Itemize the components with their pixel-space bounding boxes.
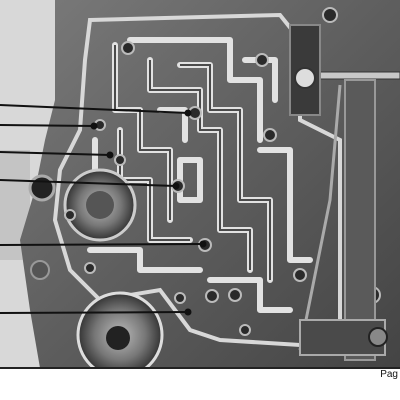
callout-line-1 (0, 104, 189, 114)
page-label: Pag (380, 369, 398, 380)
callout-line-2 (0, 124, 95, 127)
valve-body-photo (0, 0, 400, 368)
callout-line-5 (0, 243, 204, 246)
callout-line-6 (0, 311, 189, 314)
callout-line-3 (0, 151, 111, 156)
callout-line-4 (0, 179, 177, 187)
callout-lines (0, 104, 207, 316)
footer-rule (0, 367, 400, 369)
